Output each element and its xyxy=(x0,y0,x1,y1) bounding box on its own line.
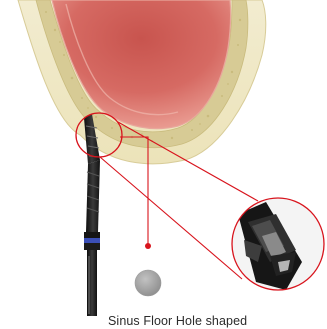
caption-text: Sinus Floor Hole shaped xyxy=(108,314,247,329)
gray-dot-marker-icon xyxy=(135,270,161,296)
leader-line-end-dot xyxy=(145,243,151,249)
drill-depth-ring xyxy=(84,238,100,243)
magnified-drill-tip-icon xyxy=(230,196,327,296)
